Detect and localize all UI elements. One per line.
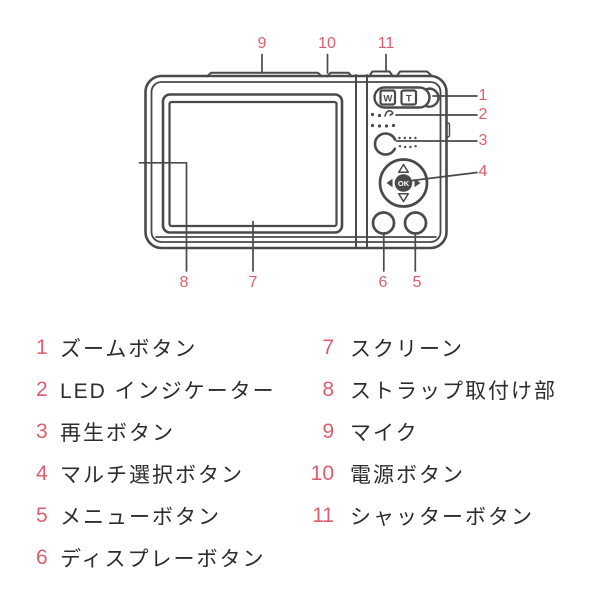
microphone-strip <box>206 71 323 78</box>
legend-item-strap-mount: 8 ストラップ取付け部 <box>308 369 557 411</box>
display-button <box>371 211 396 235</box>
legend-item-label: ストラップ取付け部 <box>350 380 557 403</box>
callout-6: 6 <box>378 274 388 291</box>
legend-item-number: 4 <box>36 462 48 485</box>
ok-button <box>394 174 413 192</box>
legend-item-number: 10 <box>310 462 334 485</box>
camera-line-art: W T <box>138 53 478 272</box>
top-right-bump <box>395 70 433 78</box>
legend-item-label: マイク <box>350 422 419 445</box>
legend-item-number: 5 <box>36 504 48 527</box>
callout-7: 7 <box>248 274 258 291</box>
legend-item-label: シャッターボタン <box>350 506 534 529</box>
led-indicator <box>370 110 396 128</box>
legend-item-number: 11 <box>312 504 334 527</box>
shutter-button-bump <box>368 70 394 78</box>
legend-item-microphone: 9 マイク <box>308 411 557 453</box>
legend-item-led-indicator: 2 LED インジケーター <box>36 369 276 411</box>
leader-8 <box>138 161 188 272</box>
legend-item-label: メニューボタン <box>60 506 221 529</box>
playback-button <box>373 132 417 156</box>
legend-item-number: 6 <box>36 546 48 569</box>
leader-4 <box>411 171 478 182</box>
legend-item-label: LED インジケーター <box>60 380 276 403</box>
power-button-bump <box>326 71 353 78</box>
callout-9: 9 <box>257 35 267 52</box>
left-arrow-icon <box>386 178 393 188</box>
screen <box>161 93 344 234</box>
legend-item-label: ディスプレーボタン <box>60 548 266 571</box>
callout-5: 5 <box>412 274 422 291</box>
zoom-rocker: W T <box>373 86 440 109</box>
callout-10: 10 <box>318 35 336 52</box>
legend-item-number: 8 <box>322 378 334 401</box>
legend-item-label: 再生ボタン <box>60 422 175 445</box>
legend-item-number: 9 <box>322 420 334 443</box>
legend-item-multi-selector: 4 マルチ選択ボタン <box>36 453 276 495</box>
legend-item-zoom-button: 1 ズームボタン <box>36 327 276 369</box>
legend-item-label: スクリーン <box>350 338 464 361</box>
legend-item-number: 7 <box>322 336 334 359</box>
legend-item-playback-button: 3 再生ボタン <box>36 411 276 453</box>
legend-item-number: 3 <box>36 420 48 443</box>
legend-item-label: マルチ選択ボタン <box>60 464 244 487</box>
legend-item-label: 電源ボタン <box>350 464 465 487</box>
callout-11: 11 <box>377 35 395 52</box>
t-label: T <box>406 94 412 105</box>
leader-lines <box>138 53 478 272</box>
ok-label: OK <box>398 179 410 188</box>
w-label: W <box>383 94 392 105</box>
menu-button <box>403 211 428 235</box>
callout-8: 8 <box>179 274 189 291</box>
callout-1: 1 <box>478 87 488 104</box>
legend-item-power-button: 10 電源ボタン <box>308 453 557 495</box>
callout-2: 2 <box>478 106 488 123</box>
wide-button <box>379 89 397 106</box>
legend-item-label: ズームボタン <box>60 338 198 361</box>
callout-4: 4 <box>478 163 488 180</box>
camera-body <box>144 74 451 250</box>
legend-item-shutter-button: 11 シャッターボタン <box>308 495 557 537</box>
legend-item-number: 2 <box>36 378 48 401</box>
speaker-holes <box>398 136 417 149</box>
legend-item-screen: 7 スクリーン <box>308 327 557 369</box>
legend-item-number: 1 <box>36 336 48 359</box>
legend-item-menu-button: 5 メニューボタン <box>36 495 276 537</box>
callout-3: 3 <box>478 132 488 149</box>
up-arrow-icon <box>397 163 410 174</box>
multi-selector: OK <box>378 158 429 208</box>
down-arrow-icon <box>397 192 410 203</box>
legend-item-display-button: 6 ディスプレーボタン <box>36 537 276 579</box>
camera-diagram: W T <box>138 35 488 291</box>
legend-left-column: 1 ズームボタン 2 LED インジケーター 3 再生ボタン 4 マルチ選択ボタ… <box>36 327 276 579</box>
tele-button <box>400 89 418 106</box>
legend-right-column: 7 スクリーン 8 ストラップ取付け部 9 マイク 10 電源ボタン 11 シャ… <box>308 327 557 537</box>
side-seam <box>445 122 451 138</box>
